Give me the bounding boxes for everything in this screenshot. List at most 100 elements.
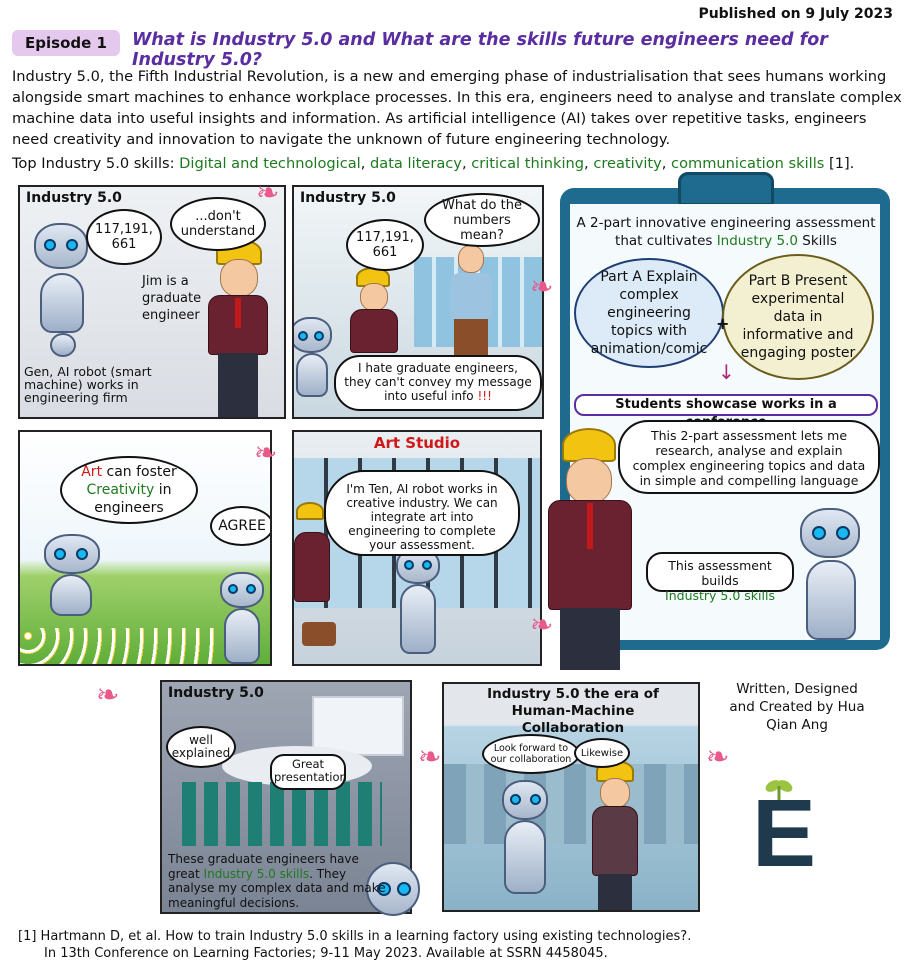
tie	[235, 298, 241, 328]
hard-hat-icon	[562, 428, 616, 462]
numbers-bubble: 117,191, 661	[86, 209, 162, 265]
heading-industry: Industry 5.0	[716, 233, 798, 249]
robot-eye-icon	[314, 331, 324, 341]
logo-letter: E	[752, 780, 817, 887]
art-studio-title: Art Studio	[373, 434, 461, 452]
panel-1-title: Industry 5.0	[26, 190, 122, 206]
logo-sprout-icon	[764, 774, 794, 800]
panel-5-title: Industry 5.0	[168, 685, 264, 701]
jim-face	[220, 259, 258, 297]
robot-eye-icon	[397, 882, 411, 896]
builds-text: This assessment builds	[668, 558, 772, 588]
hate-exclamation: !!!	[477, 389, 492, 403]
skill-data-literacy: data literacy	[370, 155, 462, 172]
butterfly-icon: ❧	[418, 740, 442, 773]
panel-2-title: Industry 5.0	[300, 190, 396, 206]
builds-green: Industry 5.0 skills	[665, 588, 775, 603]
skill-critical-thinking: critical thinking	[471, 155, 585, 172]
likewise-bubble: Likewise	[574, 738, 630, 768]
jim-caption: Jim is a graduate engineer	[142, 274, 202, 323]
robot-eye-icon	[228, 584, 238, 594]
butterfly-icon: ❧	[96, 678, 120, 711]
heading-part-2: Skills	[798, 233, 837, 249]
skills-ref: [1].	[824, 155, 855, 172]
robot-eye-icon	[66, 239, 78, 251]
manager-shirt	[450, 273, 492, 319]
episode-badge: Episode 1	[12, 30, 120, 56]
robot-eye-icon	[836, 526, 850, 540]
robot-eye-icon	[812, 526, 826, 540]
butterfly-icon: ❧	[706, 740, 730, 773]
agree-bubble: AGREE	[210, 506, 270, 546]
question-bubble: What do the numbers mean?	[424, 193, 540, 247]
robot-body	[50, 574, 92, 616]
butterfly-icon: ❧	[530, 270, 554, 303]
robot-eye-icon	[76, 548, 88, 560]
audience-seats	[182, 782, 382, 846]
clipboard-heading: A 2-part innovative engineering assessme…	[574, 214, 878, 250]
jim-suit	[592, 806, 638, 876]
hate-bubble: I hate graduate engineers, they can't co…	[334, 355, 542, 411]
city-skyline	[444, 764, 698, 844]
jim-suit	[294, 532, 330, 602]
robot-gen-base	[50, 333, 76, 357]
numbers-bubble-2: 117,191, 661	[346, 219, 424, 271]
robot-head-right	[800, 508, 860, 558]
jim-face	[600, 778, 630, 808]
briefcase-icon	[302, 622, 336, 646]
reference: [1] Hartmann D, et al. How to train Indu…	[18, 928, 691, 962]
presentation-screen	[312, 696, 404, 756]
robot-gen-head	[34, 223, 88, 269]
robot-eye-icon	[377, 882, 391, 896]
jim-face	[360, 283, 388, 311]
robot-gen-head	[294, 317, 332, 353]
robot-body	[224, 608, 260, 664]
well-explained-bubble: well explained	[166, 726, 236, 768]
skill-communication: communication skills	[671, 155, 825, 172]
skills-lead: Top Industry 5.0 skills:	[12, 155, 180, 172]
robot-gen-body	[296, 353, 328, 397]
jim-suit-large	[548, 500, 632, 610]
assessment-builds-bubble: This assessment builds Industry 5.0 skil…	[646, 552, 794, 603]
robot-body	[504, 820, 546, 894]
skill-digital: Digital and technological	[179, 155, 361, 172]
ten-bubble: I'm Ten, AI robot works in creative indu…	[324, 470, 520, 556]
robot-ten-body	[400, 584, 436, 654]
clipboard-clip	[678, 172, 774, 206]
showcase-box: Students showcase works in a conference	[574, 394, 878, 430]
flower-field	[20, 628, 220, 664]
robot-head	[44, 534, 100, 574]
robot-eye-icon	[54, 548, 66, 560]
panel-6-title: Industry 5.0 the era of Human-Machine Co…	[487, 686, 659, 736]
comic-panel-2: Industry 5.0 What do the numbers mean? 1…	[292, 185, 544, 419]
assessment-lets-bubble: This 2-part assessment lets me research,…	[618, 420, 880, 494]
reference-line-1: [1] Hartmann D, et al. How to train Indu…	[18, 929, 692, 944]
caption-green: Industry 5.0 skills	[203, 866, 310, 881]
robot-head	[220, 572, 264, 608]
hard-hat-icon	[296, 502, 324, 520]
jim-face-large	[566, 458, 612, 504]
great-presentation-bubble: Great presentation	[270, 754, 347, 790]
plus-sign: +	[716, 314, 730, 333]
robot-head	[502, 780, 548, 820]
jim-suit	[208, 295, 268, 355]
jim-legs	[598, 874, 632, 910]
comic-panel-5: Industry 5.0 well explained Great presen…	[160, 680, 412, 914]
art-word: Art	[81, 464, 103, 480]
part-b-ellipse: Part B Present experimental data in info…	[722, 254, 874, 380]
tie	[587, 503, 593, 549]
intro-paragraph: Industry 5.0, the Fifth Industrial Revol…	[12, 68, 902, 148]
page-title: What is Industry 5.0 and What are the sk…	[132, 30, 828, 70]
author-credit: Written, Designed and Created by Hua Qia…	[729, 681, 865, 733]
skill-creativity: creativity	[593, 155, 662, 172]
arrow-down-icon: ↓	[718, 360, 735, 384]
robot-eye-icon	[298, 331, 308, 341]
jim-legs	[218, 353, 258, 417]
robot-eye-icon	[510, 794, 521, 805]
robot-eye-icon	[246, 584, 256, 594]
creativity-word: Creativity	[86, 482, 155, 498]
part-a-ellipse: Part A Explain complex engineering topic…	[574, 258, 724, 368]
robot-eye-icon	[530, 794, 541, 805]
